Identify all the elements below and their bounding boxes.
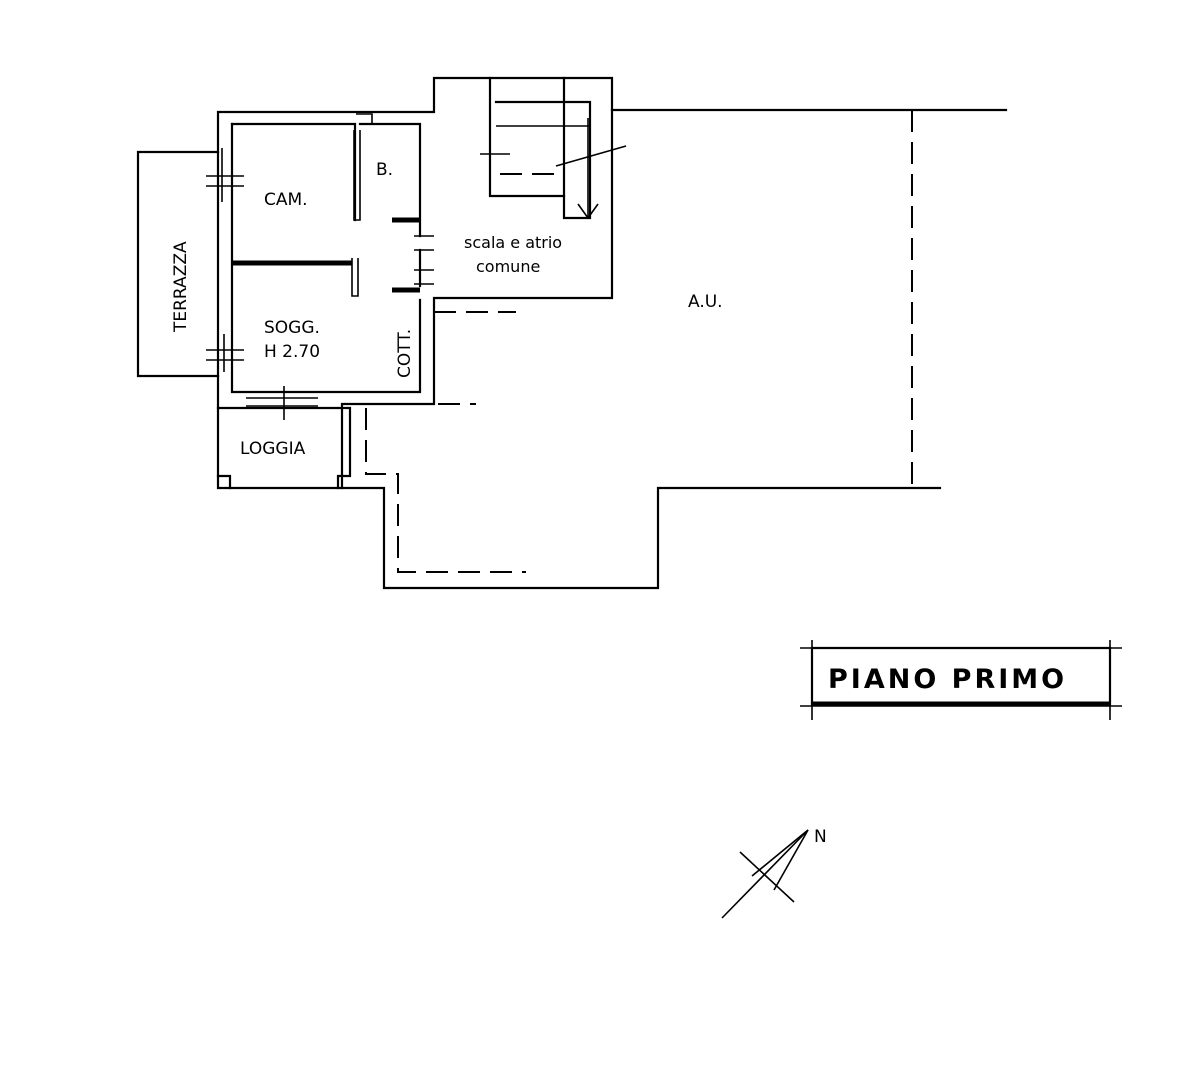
terrace	[136, 148, 244, 378]
room-label-soggiorno-2: H 2.70	[264, 342, 320, 362]
room-label-cottura: COTT.	[395, 329, 415, 378]
north-label: N	[814, 827, 827, 847]
north-arrow-icon: N	[721, 827, 827, 919]
title-label: PIANO PRIMO	[828, 664, 1067, 695]
room-label-terrazza: TERRAZZA	[171, 241, 191, 333]
stair	[480, 76, 627, 220]
title-box: PIANO PRIMO	[800, 640, 1122, 720]
area-outline	[340, 108, 1008, 590]
apartment-walls	[216, 76, 614, 490]
room-label-camera: CAM.	[264, 190, 308, 210]
room-label-loggia: LOGGIA	[240, 439, 306, 459]
room-label-soggiorno-1: SOGG.	[264, 318, 320, 338]
room-label-scala-2: comune	[476, 257, 540, 276]
room-label-area: A.U.	[688, 292, 723, 312]
loggia	[216, 386, 352, 490]
room-label-scala-1: scala e atrio	[464, 233, 562, 252]
room-label-bagno: B.	[376, 160, 393, 180]
